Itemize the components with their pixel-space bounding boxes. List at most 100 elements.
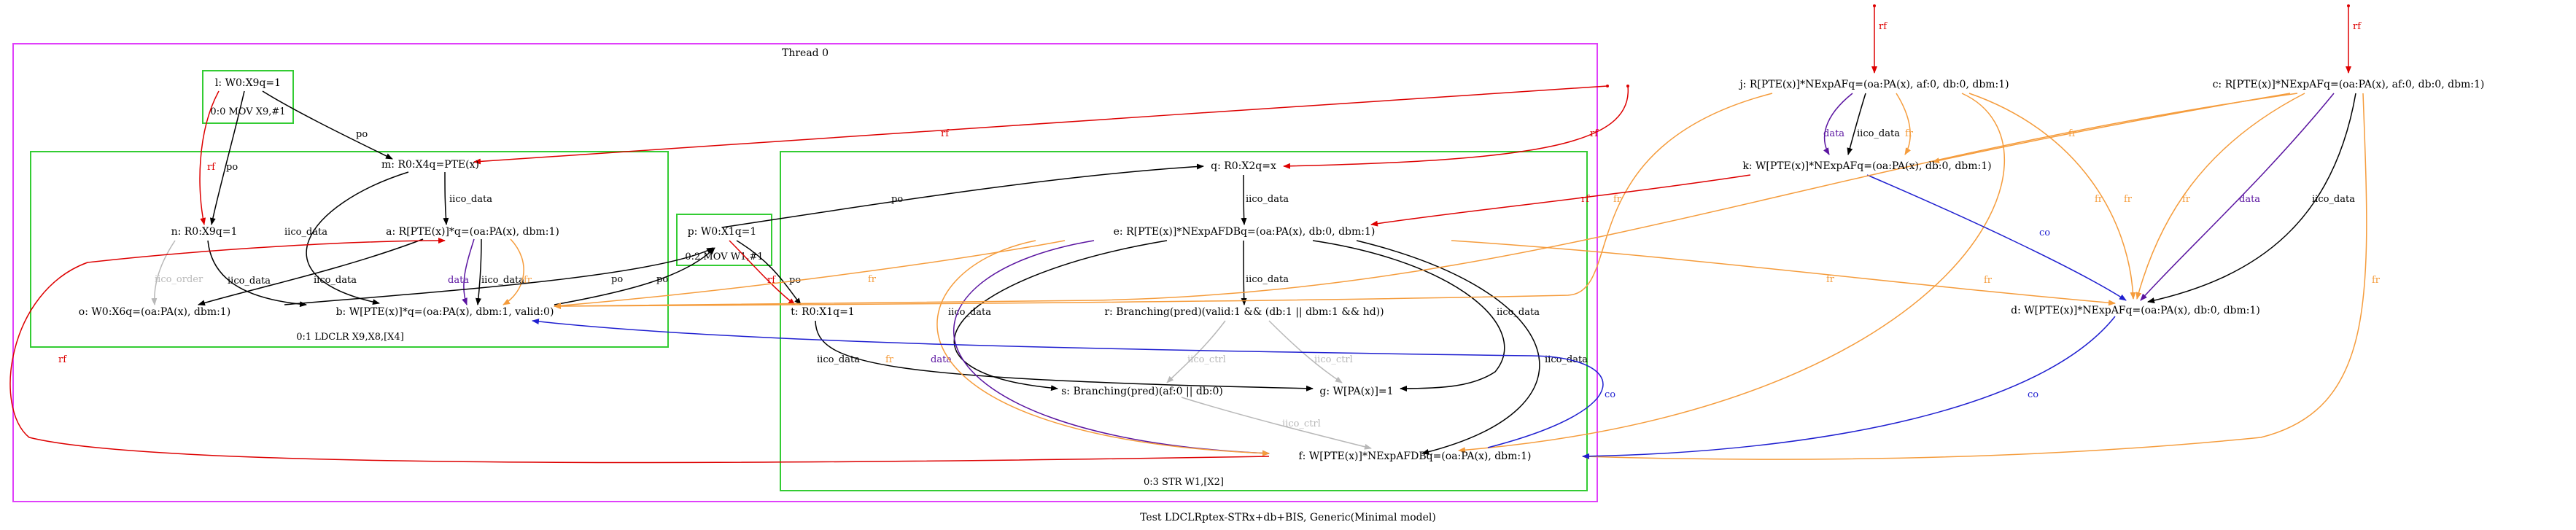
edge-label-po-p-q: po <box>891 194 903 205</box>
edge-rf-to-m <box>473 85 1608 165</box>
edge-label-po-l-m: po <box>356 129 368 140</box>
edge-data-c-d <box>2140 93 2335 301</box>
edge-label-fr-a-b: fr <box>524 275 532 286</box>
edge-label-rf-k-e: rf <box>1581 194 1590 205</box>
edge-rf-to-q <box>1283 85 1629 169</box>
edge-label-data-c-d: data <box>2239 194 2260 205</box>
edge-label-data-a-b: data <box>448 275 469 286</box>
edge-label-fr-j-d: fr <box>2124 194 2133 205</box>
edge-co-k-d <box>1866 174 2127 301</box>
edge-label-iico-j-k: iico_data <box>1857 128 1900 139</box>
edge-fr-c-d <box>2135 93 2305 300</box>
edge-fr-e-b <box>554 240 1066 309</box>
edge-label-ctrl-r-s: iico_ctrl <box>1187 354 1226 365</box>
edge-iico-order-n-o <box>151 240 176 305</box>
node-n: n: R0:X9q=1 <box>171 226 238 238</box>
edge-label-fr-to-f-left: fr <box>885 354 894 365</box>
edge-rf-p-t <box>729 240 796 305</box>
edge-po-l-m <box>262 90 393 160</box>
node-q: q: R0:X2q=x <box>1211 160 1276 172</box>
node-a: a: R[PTE(x)]*q=(oa:PA(x), dbm:1) <box>386 226 559 238</box>
edge-fr-c-f <box>1582 93 2367 460</box>
edge-label-rf-into-j: rf <box>1879 21 1888 32</box>
node-j: j: R[PTE(x)]*NExpAFq=(oa:PA(x), af:0, db… <box>1738 79 2009 90</box>
edge-label-iico-e-s: iico_data <box>948 307 991 318</box>
edge-fr-to-f-left <box>936 240 1270 456</box>
edge-label-iico-n-b: iico_data <box>228 276 271 287</box>
thread-0-title: Thread 0 <box>782 47 829 59</box>
edge-label-iico-order-n-o: iico_order <box>155 274 203 285</box>
edge-fr-j-b <box>554 93 1773 309</box>
edge-data-a-b <box>462 238 475 305</box>
edge-label-rf-f-a: rf <box>58 354 67 365</box>
graph-caption: Test LDCLRptex-STRx+db+BIS, Generic(Mini… <box>1140 512 1436 523</box>
node-o: o: W0:X6q=(oa:PA(x), dbm:1) <box>79 306 230 318</box>
edge-iico-t-g <box>815 320 1314 391</box>
edge-label-iico-e-r: iico_data <box>1246 274 1289 285</box>
edge-label-fr-j-b: fr <box>1613 194 1622 205</box>
edge-label-fr-c-b: fr <box>2095 194 2103 205</box>
instr-box-ldclr <box>30 151 669 348</box>
edge-po-p-q <box>721 163 1204 228</box>
edge-label-ctrl-s-f: iico_ctrl <box>1282 418 1321 429</box>
edge-label-po-b-p: po <box>656 274 668 285</box>
instr-label-ldclr: 0:1 LDCLR X9,X8,[X4] <box>296 332 404 343</box>
edge-label-po-l-n: po <box>226 162 238 173</box>
instr-box-str <box>780 151 1588 491</box>
edge-iico-j-k <box>1847 93 1866 155</box>
edge-data-e-f <box>953 240 1270 456</box>
edge-label-fr-e-d: fr <box>1984 275 1993 286</box>
edge-label-po-o-p: po <box>611 274 623 285</box>
instr-box-mov-w1 <box>676 214 772 266</box>
edge-ctrl-s-f <box>1181 397 1372 450</box>
edge-label-fr-j-k: fr <box>1905 128 1914 139</box>
edge-po-l-n <box>209 90 245 225</box>
edge-iico-m-b <box>306 171 409 305</box>
edge-co-f-b <box>532 319 1604 448</box>
edge-iico-c-d <box>2147 93 2356 303</box>
node-g: g: W[PA(x)]=1 <box>1319 386 1393 397</box>
edge-po-p-t <box>736 240 802 305</box>
node-c: c: R[PTE(x)]*NExpAFq=(oa:PA(x), af:0, db… <box>2213 79 2485 90</box>
node-d: d: W[PTE(x)]*NExpAFq=(oa:PA(x), db:0, db… <box>2011 305 2260 316</box>
edge-fr-j-f <box>1458 93 2005 453</box>
node-f: f: W[PTE(x)]*NExpAFDBq=(oa:PA(x), dbm:1) <box>1298 451 1531 462</box>
node-k: k: W[PTE(x)]*NExpAFq=(oa:PA(x), db:0, db… <box>1742 160 1991 172</box>
edge-rf-l-n <box>199 90 220 225</box>
edge-label-fr-c-d: fr <box>2182 194 2191 205</box>
rf-source-dot-2 <box>1626 85 1629 87</box>
edge-label-rf-l-n: rf <box>207 162 216 173</box>
edge-label-co-f-b: co <box>1605 389 1615 400</box>
node-b: b: W[PTE(x)]*q=(oa:PA(x), dbm:1, valid:0… <box>336 306 554 318</box>
edge-po-o-p <box>284 247 714 305</box>
edge-label-data-j-k: data <box>1823 128 1844 139</box>
edge-label-co-k-d: co <box>2039 227 2050 238</box>
edge-label-ctrl-r-g: iico_ctrl <box>1314 354 1353 365</box>
edge-label-fr-j-f: fr <box>1826 274 1835 285</box>
edge-label-iico-m-a: iico_data <box>449 194 492 205</box>
node-m: m: R0:X4q=PTE(x) <box>381 159 479 171</box>
edge-fr-j-k <box>1896 93 1912 155</box>
node-l: l: W0:X9q=1 <box>215 77 281 89</box>
instr-label-str: 0:3 STR W1,[X2] <box>1144 477 1224 488</box>
edge-co-d-f <box>1582 316 2116 459</box>
rf-source-dot-j <box>1873 4 1876 7</box>
edge-data-j-k <box>1823 93 1853 155</box>
edge-ctrl-r-g <box>1268 320 1343 383</box>
edge-label-iico-m-b: iico_data <box>284 227 327 238</box>
edge-iico-a-o <box>198 238 424 306</box>
edge-iico-a-b <box>475 238 482 305</box>
node-p: p: W0:X1q=1 <box>688 226 757 238</box>
edge-label-fr-c-f: fr <box>2372 275 2381 286</box>
instr-box-mov-x9 <box>202 70 294 124</box>
edge-label-iico-t-g: iico_data <box>817 354 860 365</box>
edge-iico-m-a <box>443 171 449 225</box>
edge-fr-c-b <box>554 93 2298 309</box>
node-t: t: R0:X1q=1 <box>791 306 854 318</box>
edge-fr-j-d <box>1968 93 2136 300</box>
edge-label-iico-c-d: iico_data <box>2312 194 2355 205</box>
edge-label-rf-to-q: rf <box>1590 128 1599 139</box>
edge-label-iico-a-o: iico_data <box>314 275 357 286</box>
edge-iico-e-f <box>1356 240 1540 455</box>
thread-0-box <box>12 43 1598 502</box>
